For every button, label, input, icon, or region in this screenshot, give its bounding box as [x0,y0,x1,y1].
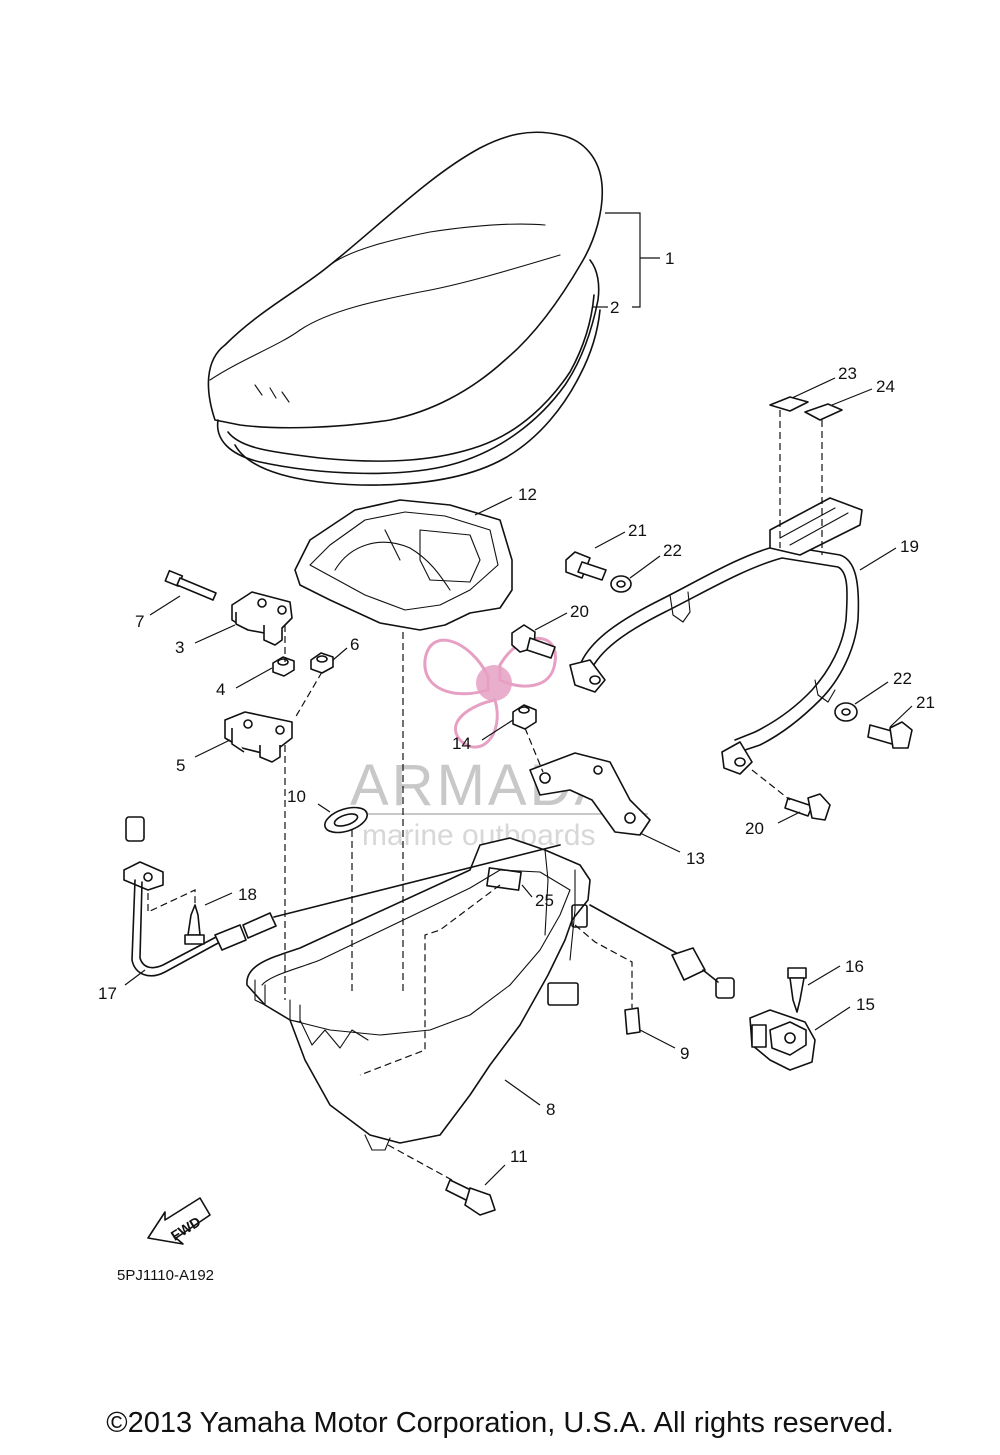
bolt-20-upper [511,624,556,659]
rear-carrier-19 [569,497,863,775]
callout-22b: 22 [893,669,912,688]
bolt-11 [445,1179,496,1216]
fwd-arrow-icon: FWD [147,1197,211,1245]
callout-17: 17 [98,984,117,1003]
fwd-label: FWD [168,1213,204,1243]
callout-12: 12 [518,485,537,504]
screw-18 [184,904,205,945]
callout-24: 24 [876,377,895,396]
seat-assembly [207,131,604,429]
seat-gasket [216,259,601,486]
callout-5: 5 [176,756,185,775]
bolt-21-lower [867,721,913,749]
copyright-notice: ©2013 Yamaha Motor Corporation, U.S.A. A… [106,1407,894,1439]
nut-6 [310,652,334,674]
bolt-21-upper [565,551,607,581]
clip-9 [624,1007,641,1035]
callout-19: 19 [900,537,919,556]
callout-22a: 22 [663,541,682,560]
callout-20a: 20 [570,602,589,621]
callout-9: 9 [680,1044,689,1063]
callout-7: 7 [135,612,144,631]
hinge-5 [224,711,293,763]
washer-22-lower [834,702,858,722]
label-24 [804,403,843,421]
label-23 [769,396,809,412]
callout-11: 11 [510,1147,528,1166]
screw-16 [787,967,807,1013]
diagram-code: 5PJ1110-A192 [117,1267,214,1284]
seat-lock-cable [123,816,735,999]
callout-15: 15 [856,995,875,1014]
grommet-10 [324,806,368,834]
seat-lock-15 [749,1009,816,1071]
callout-13: 13 [686,849,705,868]
callout-10: 10 [287,787,306,806]
storage-box [246,837,591,1151]
callout-21a: 21 [628,521,647,540]
armada-watermark: ARMADA marine outboards [350,636,648,852]
callout-8: 8 [546,1100,555,1119]
callout-18: 18 [238,885,257,904]
washer-22-upper [610,575,632,593]
propeller-logo-icon [423,636,557,749]
callout-21b: 21 [916,693,935,712]
callout-4: 4 [216,680,225,699]
callout-25: 25 [535,891,554,910]
callout-14: 14 [452,734,471,753]
nut-4 [272,656,295,677]
storage-tray [294,499,513,631]
callout-6: 6 [350,635,359,654]
callout-23: 23 [838,364,857,383]
hinge-3 [231,591,293,646]
callout-20b: 20 [745,819,764,838]
nut-14 [512,704,537,730]
bracket-13 [529,752,651,836]
callout-16: 16 [845,957,864,976]
callout-3: 3 [175,638,184,657]
callout-2: 2 [610,298,619,317]
bolt-7 [164,569,217,601]
bolt-20-lower [784,793,831,821]
callout-1: 1 [665,249,674,268]
